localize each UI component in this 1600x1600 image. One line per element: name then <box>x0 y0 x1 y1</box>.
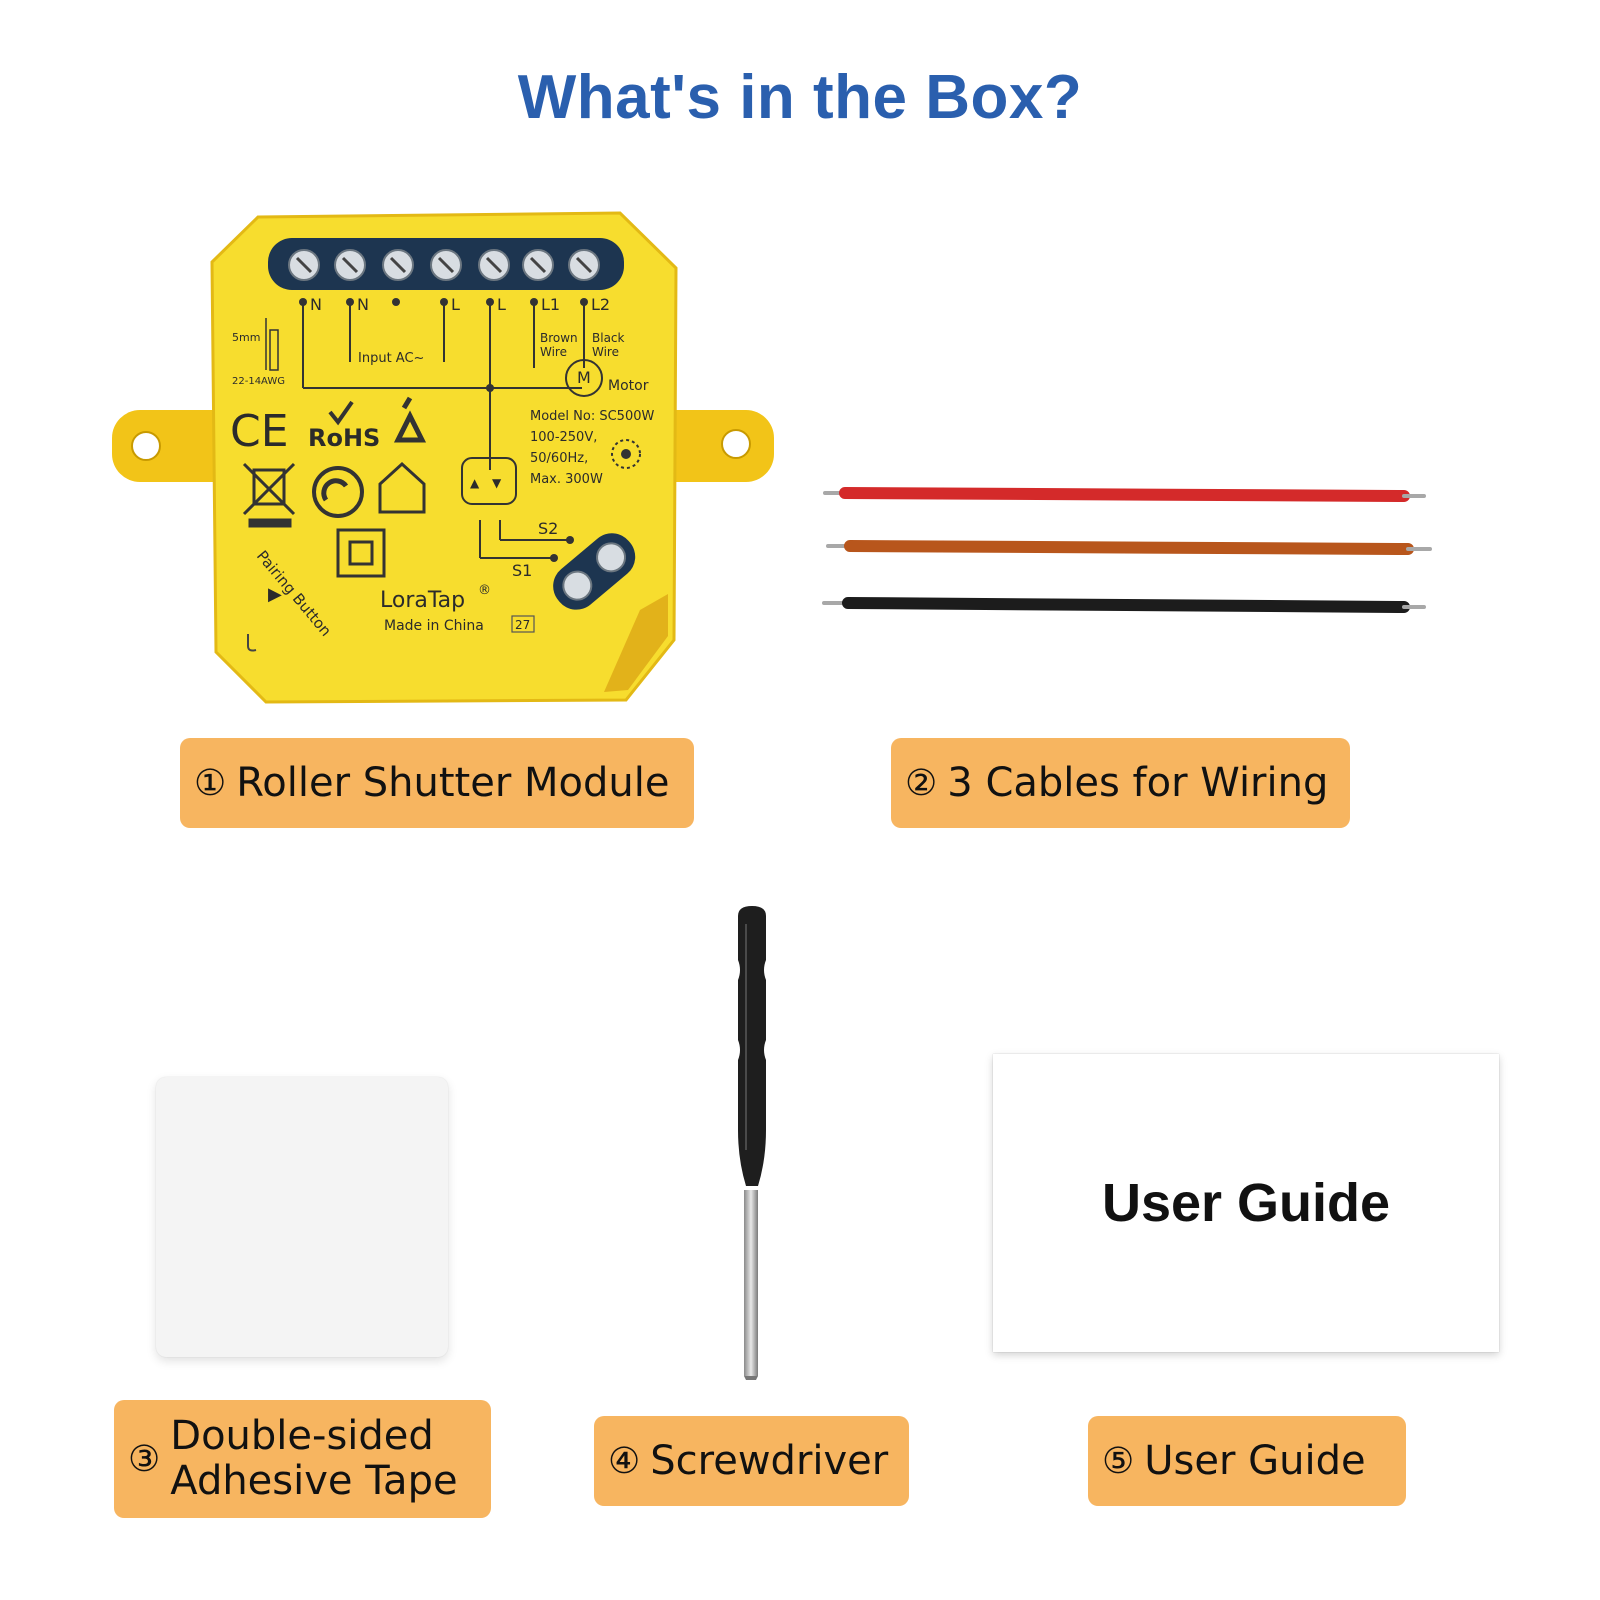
item-number: ① <box>194 762 227 804</box>
item-number: ④ <box>608 1440 641 1482</box>
item-label-tape: ③ Double-sided Adhesive Tape <box>114 1400 491 1518</box>
terminal-n1: N <box>310 295 322 314</box>
item-label-module: ① Roller Shutter Module <box>180 738 694 828</box>
registered-mark: ® <box>478 583 491 598</box>
s2-label: S2 <box>538 519 558 538</box>
spec-voltage: 100-250V, <box>530 430 597 445</box>
down-arrow-icon: ▼ <box>492 476 502 490</box>
spec-power: Max. 300W <box>530 472 603 487</box>
black-wire-line1: Black <box>592 331 625 345</box>
item-number: ⑤ <box>1102 1440 1135 1482</box>
user-guide-cover-text: User Guide <box>1101 1173 1391 1233</box>
spec-model: Model No: SC500W <box>530 409 654 424</box>
pairing-arrow-icon: ▶ <box>268 584 282 605</box>
batch-code: 27 <box>515 618 530 632</box>
weee-bin-icon <box>242 462 296 528</box>
item-label-text: Double-sided Adhesive Tape <box>170 1414 457 1504</box>
black-wire-line2: Wire <box>592 345 619 359</box>
rohs-mark: RoHS <box>308 424 380 452</box>
screwdriver-handle <box>738 906 766 1186</box>
brand-name: LoraTap <box>380 588 465 613</box>
input-label: Input AC~ <box>358 351 424 366</box>
terminal-l1: L <box>451 295 460 314</box>
page-title: What's in the Box? <box>517 63 1083 132</box>
item-number: ③ <box>128 1438 161 1480</box>
terminal-l2: L <box>497 295 506 314</box>
ce-mark: CE <box>230 406 289 457</box>
double-insulation-icon <box>336 528 386 578</box>
green-dot-icon <box>312 466 364 518</box>
item-label-cables: ② 3 Cables for Wiring <box>891 738 1350 828</box>
item-label-text: User Guide <box>1144 1437 1366 1484</box>
recycle-icon <box>393 396 427 443</box>
red-cable <box>823 487 1426 502</box>
strip-length: 5mm <box>232 331 260 344</box>
screwdriver-shaft <box>744 1190 758 1376</box>
item-label-line2: Adhesive Tape <box>170 1458 458 1504</box>
s1-label: S1 <box>512 561 532 580</box>
item-label-text: Screwdriver <box>650 1437 889 1484</box>
motor-symbol: M <box>577 368 591 387</box>
item-label-user-guide: ⑤ User Guide <box>1088 1416 1406 1506</box>
terminal-screws <box>288 249 600 281</box>
item-label-screwdriver: ④ Screwdriver <box>594 1416 909 1506</box>
indoor-use-icon <box>378 461 426 514</box>
motor-label: Motor <box>608 378 649 394</box>
item-label-text: 3 Cables for Wiring <box>947 759 1329 806</box>
terminal-motor-l1: L1 <box>541 295 560 314</box>
switch-terminal-block <box>553 533 636 610</box>
brown-wire-line2: Wire <box>540 345 567 359</box>
checkmark-icon <box>328 400 354 426</box>
terminal-motor-l2: L2 <box>591 295 610 314</box>
adhesive-tape <box>156 1077 448 1357</box>
item-label-text: Roller Shutter Module <box>236 759 670 806</box>
spec-frequency: 50/60Hz, <box>530 451 588 466</box>
brown-wire-line1: Brown <box>540 331 578 345</box>
wire-gauge: 22-14AWG <box>232 376 285 387</box>
hook-icon <box>247 634 257 652</box>
terminal-n2: N <box>357 295 369 314</box>
origin-label: Made in China <box>384 618 484 634</box>
user-guide-booklet: User Guide <box>993 1054 1499 1352</box>
up-arrow-icon: ▲ <box>470 476 480 490</box>
item-number: ② <box>905 762 938 804</box>
item-label-line1: Double-sided <box>170 1413 434 1460</box>
brown-cable <box>826 540 1432 555</box>
black-cable <box>822 597 1426 613</box>
